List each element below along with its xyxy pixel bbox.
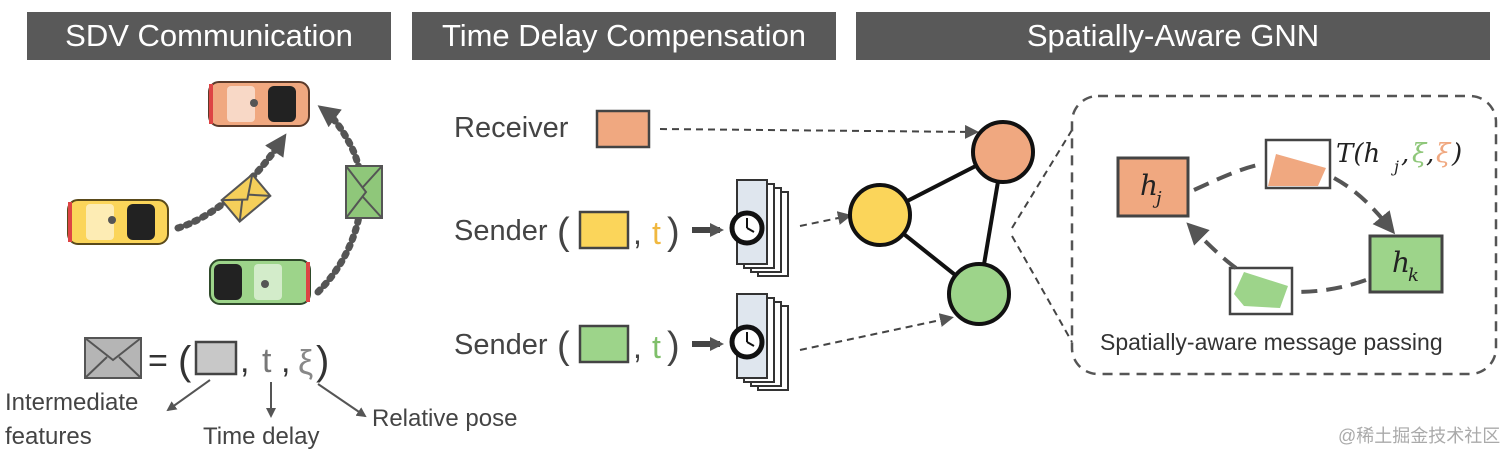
watermark-text: @稀土掘金技术社区: [1338, 426, 1500, 446]
transformed-message-bottom-icon: [1228, 266, 1294, 316]
node-hk-box: [1368, 234, 1444, 294]
label-relative-pose: Relative pose: [372, 405, 517, 432]
transform-xi-orange: ξ: [1436, 139, 1452, 169]
sender-1-comma: ,: [633, 215, 642, 251]
node-hk-label: h: [1392, 246, 1410, 279]
graph-node-orange: [971, 120, 1035, 184]
zoom-line-bottom: [1011, 235, 1073, 343]
header-sdv-communication: SDV Communication: [27, 12, 391, 60]
receiver-orange-box: [595, 109, 651, 149]
message-arrow-bottom-to-hj: [1186, 222, 1238, 270]
header-gnn-label: Spatially-Aware GNN: [1026, 18, 1320, 53]
sender-1-close-paren: ): [667, 211, 680, 253]
dashed-arrow-receiver-to-node: [659, 124, 979, 139]
transform-function-label: T(h: [1336, 139, 1380, 169]
legend-xi-symbol: ξ: [298, 344, 313, 382]
clock-stack-2-icon: [729, 293, 789, 391]
graph-node-green: [947, 262, 1011, 326]
car-yellow-icon: [67, 199, 169, 245]
message-arrow-hk-to-bottom: [1295, 278, 1367, 294]
sender-2-open-paren: (: [557, 325, 570, 367]
sender-2-t-symbol: t: [652, 329, 661, 365]
legend-open-paren: (: [178, 339, 192, 383]
envelope-green-icon: [345, 165, 383, 219]
graph-node-yellow: [848, 183, 912, 247]
receiver-label: Receiver: [454, 112, 569, 144]
transform-xi-green: ξ: [1412, 139, 1428, 169]
envelope-yellow-icon: [220, 173, 272, 223]
node-hj-subscript: j: [1152, 188, 1162, 209]
arrow-to-features: [166, 379, 211, 412]
sender-2-comma: ,: [633, 329, 642, 365]
node-hj-label: h: [1140, 169, 1158, 202]
message-arrow-top-to-hk: [1333, 176, 1396, 235]
envelope-gray-icon: [84, 337, 142, 379]
node-hj-box: [1116, 156, 1190, 218]
arrow-to-relative-pose: [317, 383, 367, 418]
sender-1-open-paren: (: [557, 211, 570, 253]
sender-2-label: Sender: [454, 329, 548, 361]
sender-2-close-paren: ): [667, 325, 680, 367]
message-arrow-hj-to-top: [1193, 162, 1263, 192]
transform-subscript: j: [1391, 157, 1399, 176]
clock-stack-1-icon: [729, 179, 789, 277]
car-orange-icon: [208, 81, 310, 127]
header-tdc-label: Time Delay Compensation: [441, 18, 807, 53]
sender-2-green-box: [578, 324, 630, 364]
header-sdv-label: SDV Communication: [65, 18, 353, 53]
label-features: features: [5, 423, 92, 450]
dashed-arrow-clock-2-to-node: [799, 313, 954, 351]
legend-close-paren: ): [316, 339, 329, 383]
legend-comma-1: ,: [240, 342, 249, 380]
sender-1-label: Sender: [454, 215, 548, 247]
transform-close-paren: ): [1451, 139, 1462, 169]
car-green-icon: [209, 259, 311, 305]
sender-1-yellow-box: [578, 210, 630, 250]
sender-1-t-symbol: t: [652, 215, 661, 251]
legend-comma-2: ,: [281, 342, 290, 380]
header-time-delay-compensation: Time Delay Compensation: [412, 12, 836, 60]
transform-comma-2: ,: [1426, 139, 1434, 169]
dashed-arrow-clock-1-to-node: [799, 211, 852, 227]
label-intermediate: Intermediate: [5, 389, 138, 416]
transformed-message-top-icon: [1264, 138, 1332, 190]
legend-t-symbol: t: [262, 342, 272, 380]
node-hk-subscript: k: [1408, 265, 1419, 286]
dotted-arrow-yellow-to-orange: [174, 133, 287, 232]
legend-feature-box: [194, 340, 238, 376]
dotted-arrow-green-to-orange: [314, 105, 365, 296]
header-spatially-aware-gnn: Spatially-Aware GNN: [856, 12, 1490, 60]
message-passing-caption: Spatially-aware message passing: [1100, 329, 1443, 355]
legend-equals: =: [148, 342, 168, 380]
transform-comma-1: ,: [1401, 139, 1409, 169]
label-time-delay: Time delay: [203, 423, 319, 450]
